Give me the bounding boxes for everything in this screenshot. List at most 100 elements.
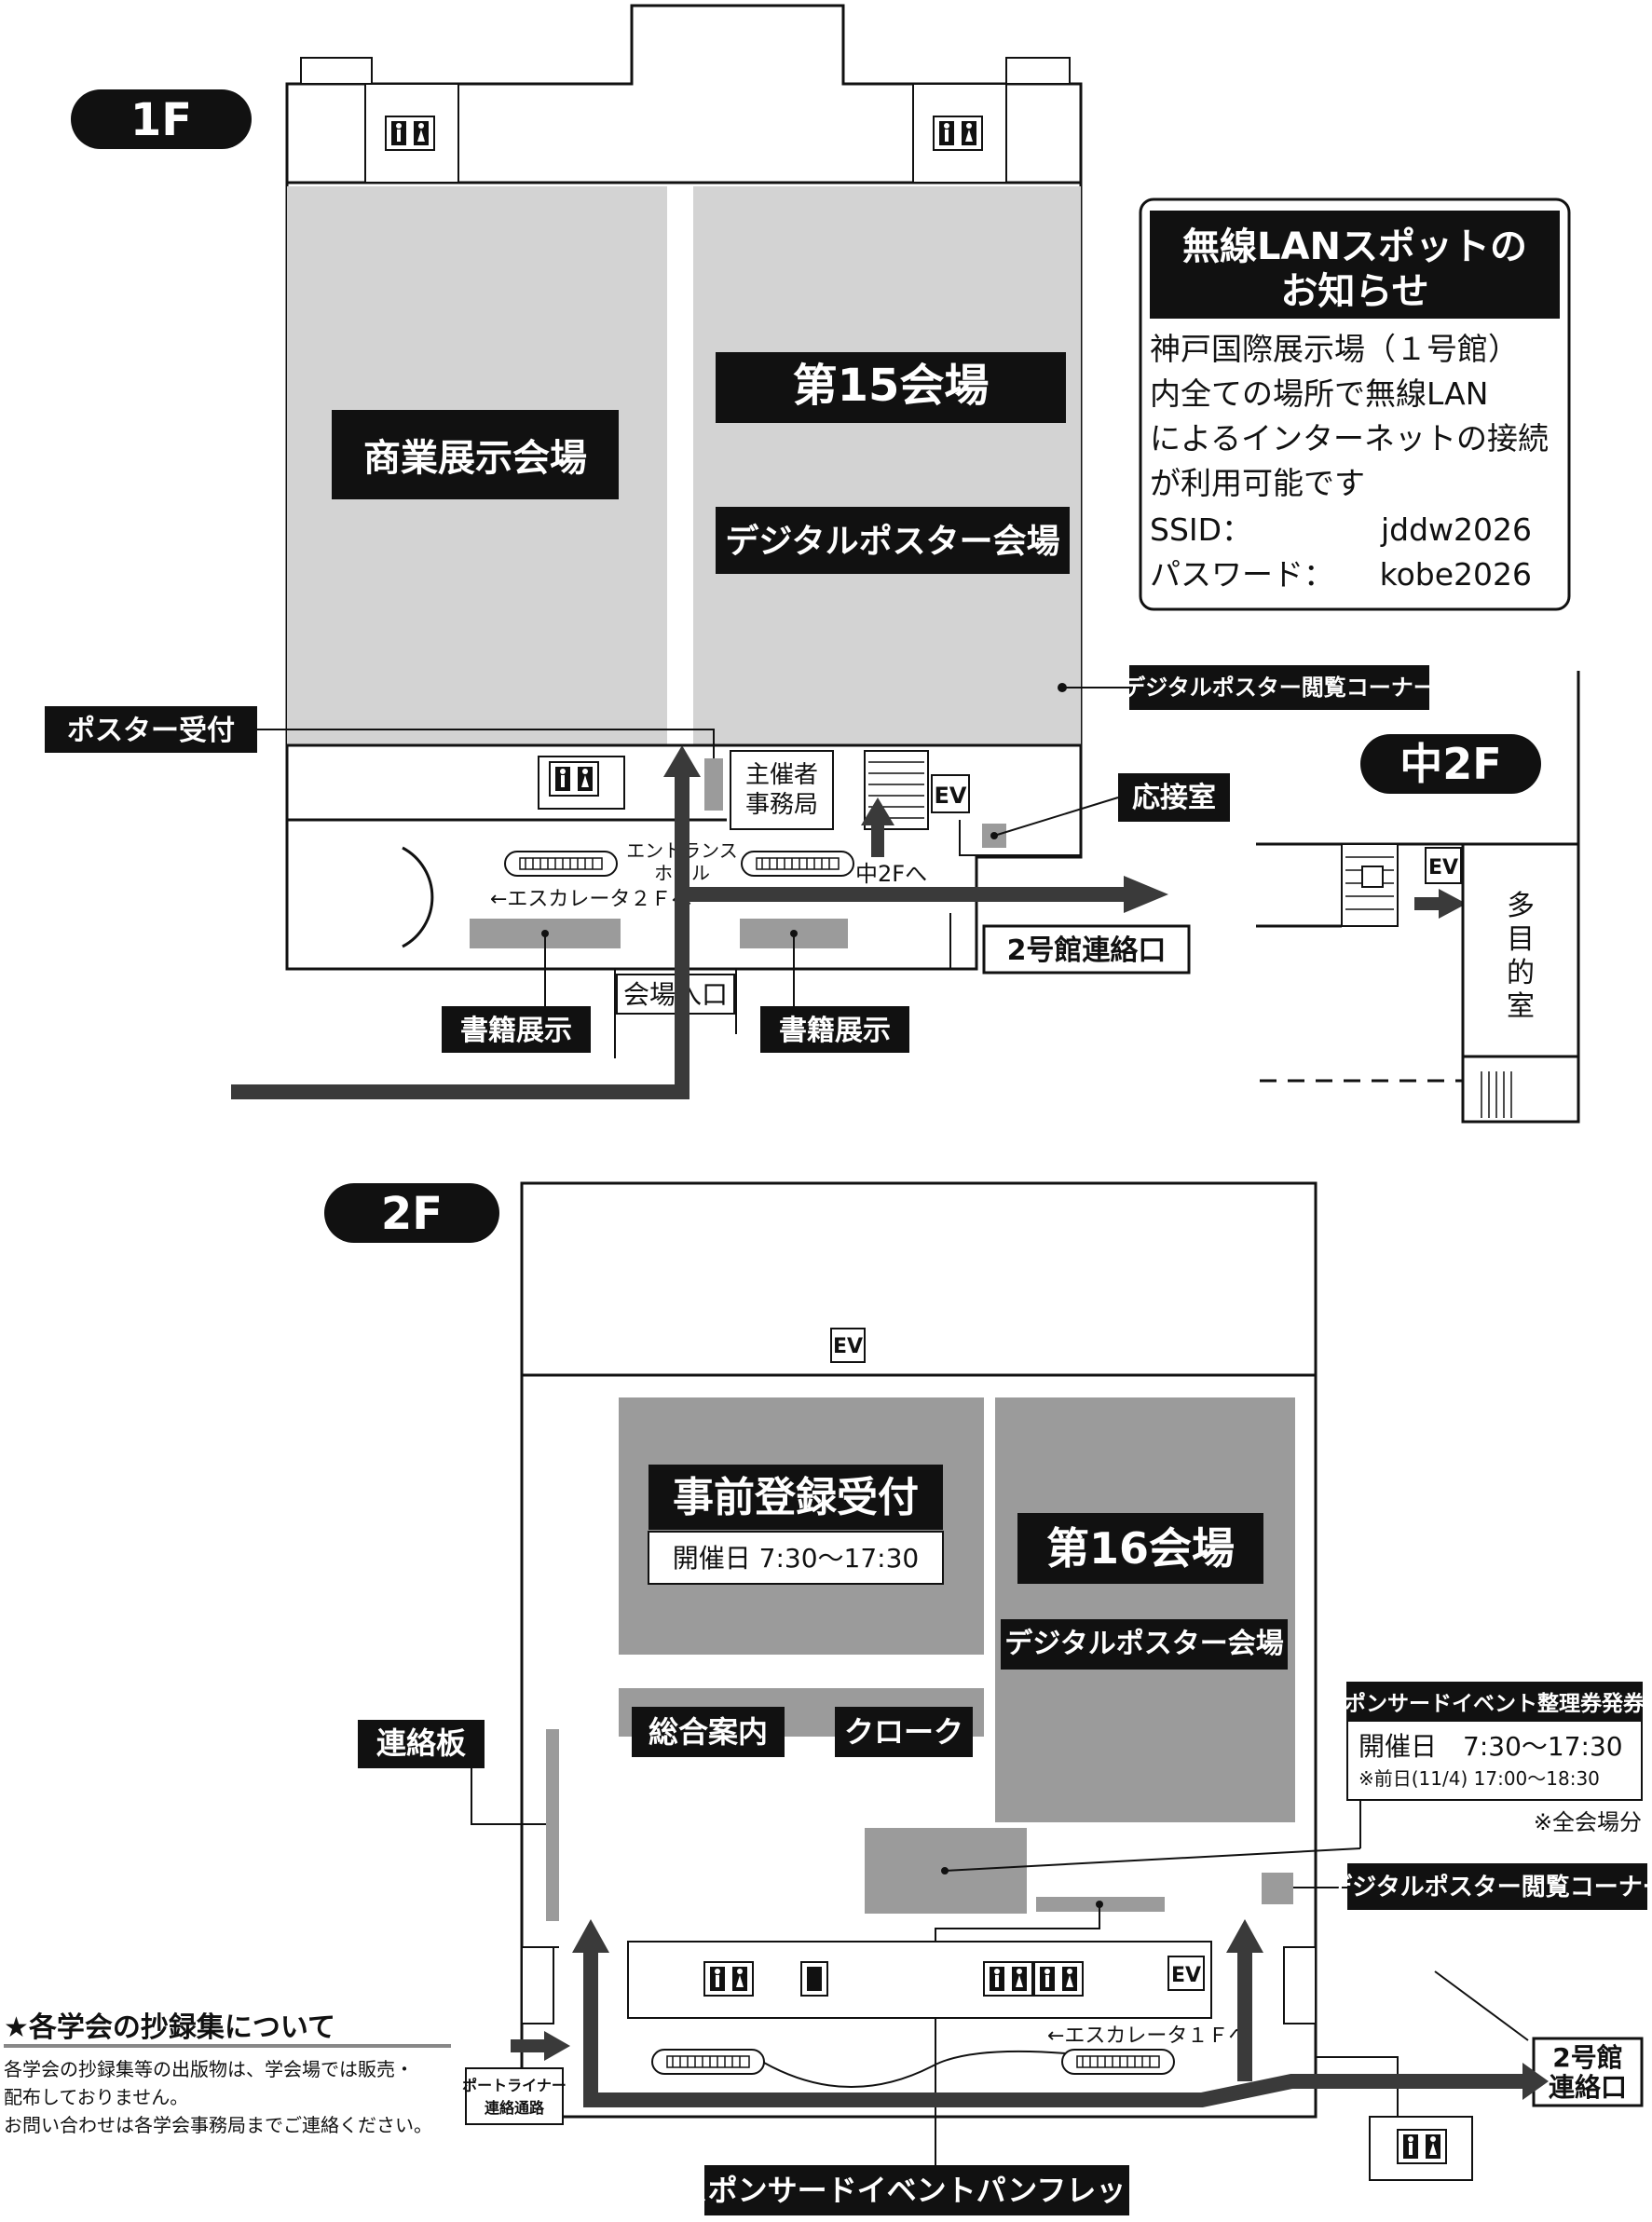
arrow-icon (1439, 889, 1467, 919)
digital-poster-hall-label-bg (716, 507, 1070, 574)
floor-1f-label: 1F (130, 94, 192, 146)
hall15-label: 第15会場 (793, 360, 990, 412)
route-1f-main (231, 773, 689, 1099)
multipurpose-char: 室 (1507, 990, 1535, 1023)
book-exhibit-right-label: 書籍展示 (779, 1015, 891, 1047)
arrow-icon (544, 2031, 570, 2061)
sponsor-ticket-hours: 開催日 7:30〜17:30 (1358, 1731, 1623, 1762)
restroom-icon (385, 116, 435, 151)
floor-2f-label: 2F (381, 1188, 443, 1240)
notice-board-label: 連絡板 (376, 1725, 466, 1761)
poster-viewing-corner-2f-area (1262, 1873, 1293, 1904)
ev-1f-icon (931, 774, 970, 813)
proceedings-note-title: ★各学会の抄録集について (4, 2011, 335, 2044)
arrow-icon (861, 797, 894, 825)
notice-board-area (546, 1729, 559, 1921)
ev-2f-top-label: EV (833, 1335, 863, 1358)
floor-2f: 2F EV 事前登録受付 開催日 7:30〜17:30 第16会場 デジタルポス… (324, 1181, 1652, 2215)
multipurpose-char: 多 (1507, 890, 1535, 922)
restroom-icon (933, 116, 983, 151)
wifi-pass-label: パスワード： (1150, 556, 1334, 593)
ev-2f-bottom-icon (1167, 1956, 1205, 1991)
route-2f-main (583, 1947, 1528, 2107)
poster-viewing-corner-1f-bg (1129, 665, 1429, 710)
reception-room-label: 応接室 (1132, 782, 1216, 814)
escalator-icon (504, 851, 618, 877)
ev-mid2f-icon (1425, 847, 1462, 884)
restroom-icon (1397, 2129, 1447, 2164)
wifi-pass-value: kobe2026 (1380, 556, 1532, 593)
to-mid2f-label: 中2Fへ (855, 861, 927, 887)
escalator-icon (741, 851, 854, 877)
commercial-hall-label: 商業展示会場 (363, 437, 587, 480)
pre-registration-label: 事前登録受付 (673, 1474, 919, 1521)
building2-link-1f-box (982, 924, 1191, 975)
pre-registration-hours: 開催日 7:30〜17:30 (673, 1543, 919, 1574)
organizer-office (730, 750, 834, 830)
proceedings-note-line1: 各学会の抄録集等の出版物は、学会場では販売・ (4, 2058, 414, 2080)
ev-mid2f-label: EV (1428, 856, 1458, 879)
cloak-label: クローク (844, 1714, 963, 1750)
floor-mid2f-label: 中2F (1399, 739, 1501, 789)
building2-link-2f-label-1: 2号館 (1552, 2042, 1622, 2073)
ev-2f-top-icon (830, 1328, 866, 1363)
floor-mid2f: 中2F EV 多 目 的 室 (1256, 671, 1580, 1124)
organizer-office-label-2: 事務局 (745, 791, 818, 819)
restroom-icon (549, 761, 599, 797)
sponsor-pamphlet-label: スポンサードイベントパンフレット (678, 2173, 1156, 2208)
floor-1f: 1F 商業展示会場 第15会場 デジタルポスター会場 デジタルポスター閲覧コーナ… (45, 4, 1436, 1099)
wifi-ssid-label: SSID： (1150, 511, 1252, 548)
multipurpose-char: 目 (1507, 923, 1535, 956)
arrow-icon (1226, 1919, 1263, 1953)
floor-mid2f-tag (1360, 734, 1541, 794)
proceedings-note-line2: 配布しておりません。 (4, 2086, 188, 2108)
multipurpose-char: 的 (1507, 957, 1535, 989)
arrow-icon (572, 1919, 609, 1953)
wifi-notice: 無線LANスポットの お知らせ 神戸国際展示場（１号館） 内全ての場所で無線LA… (1139, 198, 1571, 611)
book-exhibit-left-bg (442, 1006, 591, 1053)
portliner-label-2: 連絡通路 (485, 2099, 545, 2117)
all-halls-note: ※全会場分 (1534, 1809, 1642, 1835)
restroom-icon (1033, 1961, 1084, 1997)
building2-link-2f-label-2: 連絡口 (1549, 2072, 1627, 2103)
wifi-title-1: 無線LANスポットの (1182, 225, 1527, 268)
sponsor-ticket-prev: ※前日(11/4) 17:00〜18:30 (1358, 1767, 1600, 1790)
escalator-to-1f-label: ←エスカレータ１Ｆへ (1047, 2024, 1249, 2048)
poster-reception-label: ポスター受付 (67, 715, 235, 747)
hall16-label: 第16会場 (1046, 1523, 1235, 1574)
wifi-body-3: によるインターネットの接続 (1150, 420, 1549, 457)
sponsor-ticket-title: スポンサードイベント整理券発券所 (1323, 1691, 1652, 1716)
wifi-body-1: 神戸国際展示場（１号館） (1150, 331, 1519, 367)
floor-1f-tag (71, 89, 252, 149)
escalator-to-2f-label: ←エスカレータ２Ｆへ (490, 888, 691, 911)
digital-poster-hall-2f-label: デジタルポスター会場 (1004, 1628, 1283, 1660)
portliner-box (465, 2067, 564, 2125)
arrow-icon (1124, 876, 1168, 913)
hall15-label-bg (716, 352, 1066, 423)
book-exhibit-right-bg (760, 1006, 909, 1053)
proceedings-note: ★各学会の抄録集について 各学会の抄録集等の出版物は、学会場では販売・ 配布して… (4, 2011, 451, 2136)
commercial-hall-label-bg (332, 410, 619, 499)
ev-2f-bottom-label: EV (1171, 1964, 1201, 1987)
wifi-ssid-value: jddw2026 (1380, 511, 1532, 548)
portliner-label-1: ポートライナー (462, 2077, 567, 2094)
info-desk-label: 総合案内 (649, 1714, 768, 1750)
wifi-body-4: が利用可能です (1150, 465, 1365, 501)
organizer-office-label-1: 主催者 (745, 761, 818, 789)
hall16-area (995, 1397, 1295, 1822)
poster-viewing-corner-1f-label: デジタルポスター閲覧コーナー (1123, 675, 1436, 701)
digital-poster-hall-label: デジタルポスター会場 (725, 522, 1059, 561)
poster-reception-bg (45, 706, 257, 753)
wifi-title-2: お知らせ (1280, 270, 1428, 313)
ev-1f-label: EV (935, 783, 967, 809)
book-exhibit-left-label: 書籍展示 (460, 1015, 572, 1047)
poster-reception-desk (704, 758, 723, 811)
restroom-icon (703, 1961, 754, 1997)
hall15-area (693, 186, 1081, 745)
escalator-icon (1061, 2049, 1175, 2075)
arrow-icon (1522, 2063, 1549, 2100)
building2-link-1f-label: 2号館連絡口 (1007, 934, 1167, 967)
multipurpose-room (1461, 842, 1580, 1058)
escalator-icon (651, 2049, 765, 2075)
